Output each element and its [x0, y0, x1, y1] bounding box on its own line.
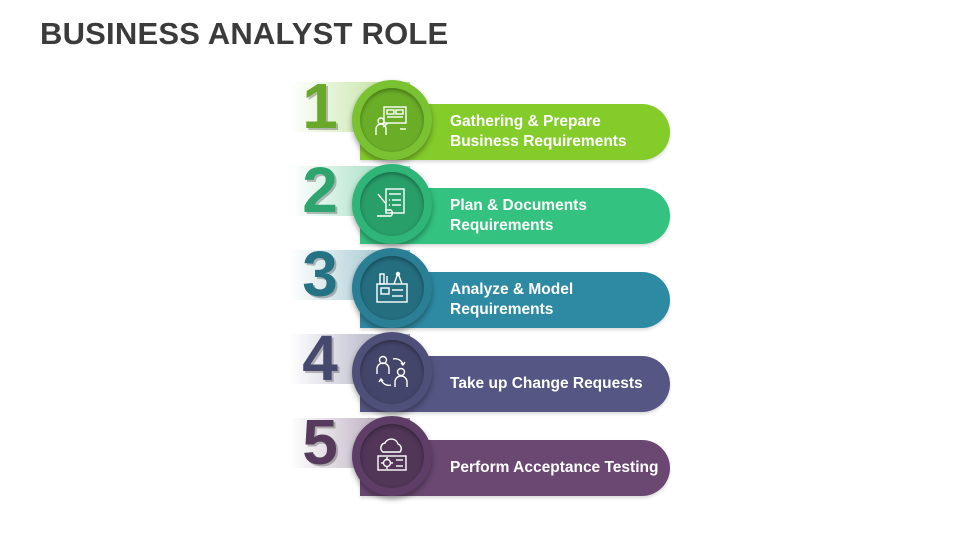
document-checklist-icon	[374, 186, 410, 222]
blueprint-tools-icon	[374, 270, 410, 306]
step-number: 4	[302, 322, 338, 394]
cloud-gear-icon	[374, 438, 410, 474]
step-number: 3	[302, 238, 338, 310]
people-exchange-icon	[374, 354, 410, 390]
step-number: 1	[302, 70, 338, 142]
step-circle	[352, 164, 432, 244]
step-label: Take up Change Requests	[450, 375, 643, 392]
presentation-board-icon	[374, 102, 410, 138]
step-circle	[352, 248, 432, 328]
step-number: 2	[302, 154, 338, 226]
step-label: Perform Acceptance Testing	[450, 459, 659, 476]
step-5: 5 Perform Acceptance Testing	[290, 410, 680, 498]
page-title: BUSINESS ANALYST ROLE	[40, 16, 449, 51]
step-circle	[352, 332, 432, 412]
step-4: 4 Take up Change Requests	[290, 326, 680, 414]
step-circle	[352, 80, 432, 160]
step-circle	[352, 416, 432, 496]
step-number: 5	[302, 406, 338, 478]
